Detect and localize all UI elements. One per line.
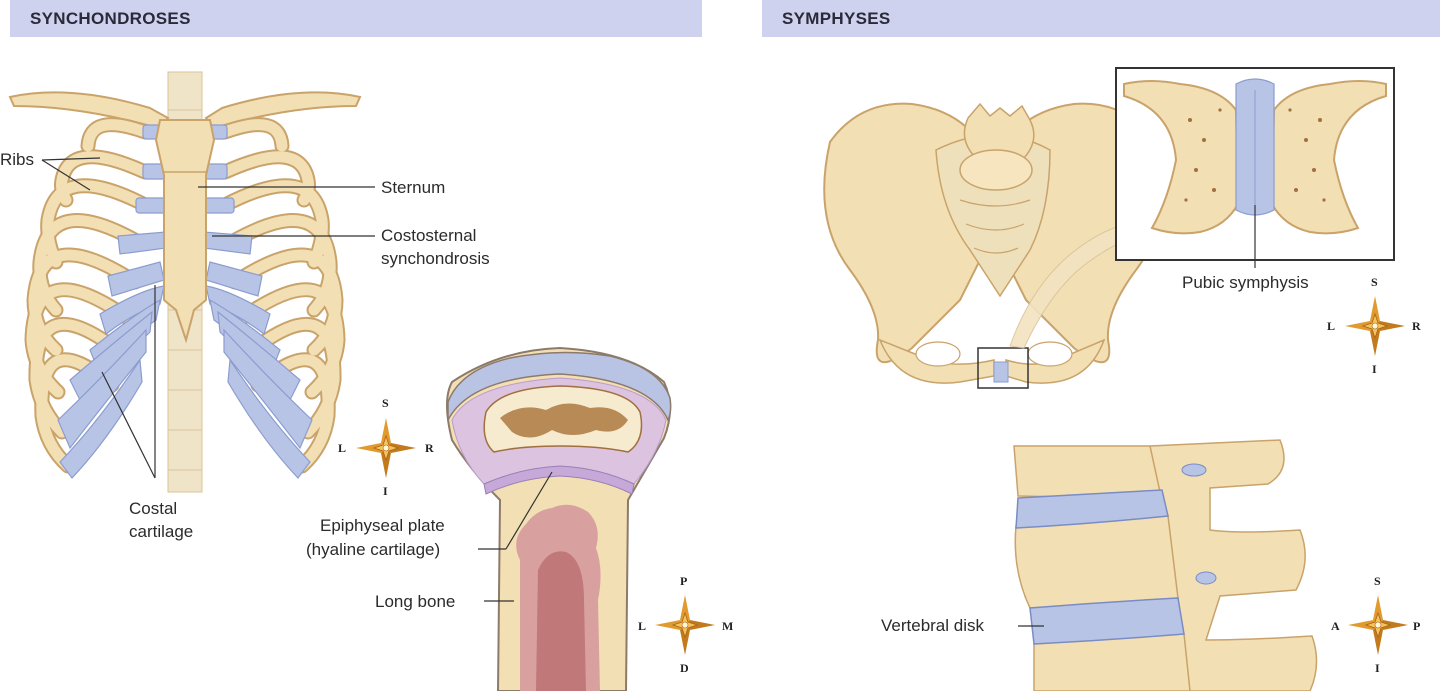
label-vertebral-disk: Vertebral disk xyxy=(881,616,984,635)
pelvis xyxy=(823,102,1163,389)
vertebral-disk-lower xyxy=(1029,597,1185,645)
compass-spine-right: P xyxy=(1413,619,1421,633)
compass-ribcage-bottom: I xyxy=(383,484,388,498)
label-epiphyseal-1: Epiphyseal plate xyxy=(320,516,445,535)
compass-longbone-icon xyxy=(654,594,716,656)
label-costal-2: cartilage xyxy=(129,522,194,541)
label-costosternal-2: synchondrosis xyxy=(381,249,490,268)
compass-pelvis-left: L xyxy=(1327,319,1336,333)
compass-spine-top: S xyxy=(1374,574,1381,588)
compass-pelvis-right: R xyxy=(1412,319,1421,333)
label-epiphyseal-2: (hyaline cartilage) xyxy=(306,540,441,559)
compass-longbone-right: M xyxy=(722,619,734,633)
compass-ribcage-right: R xyxy=(425,441,434,455)
vertebral-disk-upper xyxy=(1015,489,1169,529)
rib-cage xyxy=(8,71,375,493)
synchondroses-title: SYNCHONDROSES xyxy=(30,9,191,28)
label-long-bone: Long bone xyxy=(375,592,456,611)
synchondroses-header: SYNCHONDROSES xyxy=(10,0,702,37)
symphyses-title: SYMPHYSES xyxy=(782,9,891,28)
compass-longbone-left: L xyxy=(638,619,647,633)
spine-segment xyxy=(1013,439,1318,691)
pubic-symphysis-detail xyxy=(1115,67,1395,268)
compass-ribcage-icon xyxy=(355,417,417,479)
compass-spine-left: A xyxy=(1331,619,1340,633)
label-ribs: Ribs xyxy=(0,150,35,169)
compass-pelvis-bottom: I xyxy=(1372,362,1377,376)
compass-ribcage-top: S xyxy=(382,396,389,410)
compass-spine-icon xyxy=(1347,594,1409,656)
long-bone xyxy=(446,346,672,691)
costal-cartilage xyxy=(57,124,313,479)
compass-ribcage-left: L xyxy=(338,441,347,455)
compass-longbone-top: P xyxy=(680,574,688,588)
symphyses-header: SYMPHYSES xyxy=(762,0,1440,37)
compass-pelvis-icon xyxy=(1344,295,1406,357)
sternum-shape xyxy=(154,119,216,344)
label-sternum: Sternum xyxy=(381,178,446,197)
compass-longbone-bottom: D xyxy=(680,661,689,675)
label-pubic-symphysis: Pubic symphysis xyxy=(1182,273,1309,292)
compass-pelvis-top: S xyxy=(1371,275,1378,289)
label-costosternal-1: Costosternal xyxy=(381,226,477,245)
label-costal-1: Costal xyxy=(129,499,178,518)
compass-spine-bottom: I xyxy=(1375,661,1380,675)
